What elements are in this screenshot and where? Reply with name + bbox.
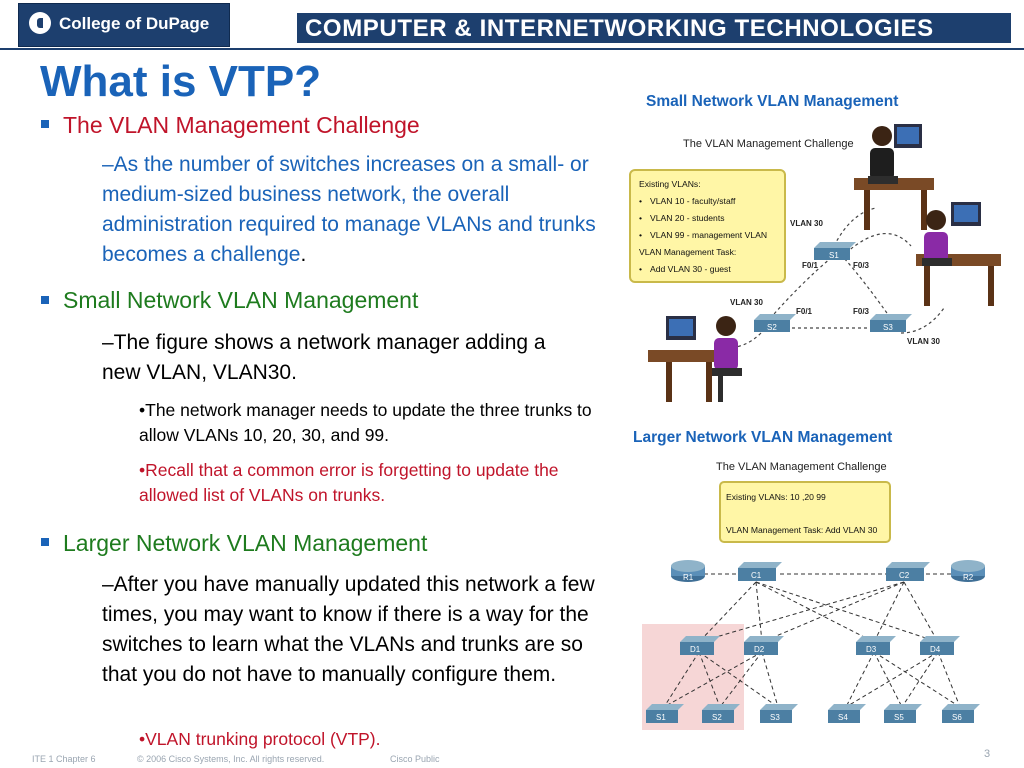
- bullet-small-network-text: –The figure shows a network manager addi…: [102, 331, 546, 384]
- bullet-vlan-challenge-text: –As the number of switches increases on …: [102, 150, 618, 270]
- small-network-diagram: The VLAN Management Challenge Existing V…: [629, 124, 1001, 402]
- figure2-caption: Larger Network VLAN Management: [633, 429, 893, 446]
- challenge-text-main: –As the number of switches increases on …: [102, 153, 596, 266]
- switch-s4-label: S4: [838, 713, 848, 722]
- bullet-larger-network-text: –After you have manually updated this ne…: [102, 573, 595, 686]
- switch-c1-label: C1: [751, 571, 762, 580]
- bullet-small-network-heading: Small Network VLAN Management: [63, 287, 419, 313]
- bullet-square-icon: [41, 538, 49, 546]
- vlan30-label: VLAN 30: [790, 219, 823, 228]
- header-divider: [0, 48, 1024, 50]
- switch-s1-label: S1: [829, 251, 839, 260]
- bullet-square-icon: [41, 120, 49, 128]
- bullet-larger-network-sub1: •VLAN trunking protocol (VTP).: [139, 729, 381, 749]
- vlan30-label: VLAN 30: [730, 298, 763, 307]
- port-f01-label: F0/1: [802, 261, 819, 270]
- note-bullet-icon: •: [639, 213, 642, 223]
- challenge-text-period: .: [300, 243, 307, 266]
- footer-classification: Cisco Public: [390, 754, 440, 764]
- switch-d4-icon: D4: [920, 636, 960, 655]
- switch-s2-icon: S2: [754, 314, 796, 332]
- note-bullet-icon: •: [639, 196, 642, 206]
- bullet-small-network-sub1: •The network manager needs to update the…: [139, 400, 592, 445]
- bullet-vlan-challenge-heading: The VLAN Management Challenge: [63, 112, 420, 138]
- switch-s1-icon: S1: [814, 242, 856, 260]
- bullet-small-network-sub2: •Recall that a common error is forgettin…: [139, 460, 559, 505]
- router-r1-label: R1: [683, 573, 694, 582]
- switch-s6-label: S6: [952, 713, 962, 722]
- switch-c2-icon: C2: [886, 562, 930, 581]
- footer-copyright: © 2006 Cisco Systems, Inc. All rights re…: [137, 754, 325, 764]
- switch-s2-icon: S2: [702, 704, 740, 723]
- note-bullet-icon: •: [639, 230, 642, 240]
- note-vlan10: VLAN 10 - faculty/staff: [650, 196, 736, 206]
- switch-d2-icon: D2: [744, 636, 784, 655]
- college-logo: College of DuPage: [18, 3, 230, 47]
- switch-s2-label: S2: [712, 713, 722, 722]
- switch-d3-icon: D3: [856, 636, 896, 655]
- switch-d1-label: D1: [690, 645, 701, 654]
- user-person-icon: [916, 202, 1001, 306]
- switch-s1-icon: S1: [646, 704, 684, 723]
- switch-s3-icon: S3: [760, 704, 798, 723]
- switch-s6-icon: S6: [942, 704, 980, 723]
- switch-d1-icon: D1: [680, 636, 720, 655]
- figure2-existing-vlans: Existing VLANs: 10 ,20 99: [726, 492, 826, 502]
- college-logo-icon: [29, 12, 51, 34]
- switch-s4-icon: S4: [828, 704, 866, 723]
- router-r1-icon: R1: [671, 560, 705, 582]
- figure2-note-box: Existing VLANs: 10 ,20 99 VLAN Managemen…: [719, 481, 891, 543]
- figure1-inner-title: The VLAN Management Challenge: [683, 138, 854, 150]
- switch-s5-icon: S5: [884, 704, 922, 723]
- footer-page-number: 3: [984, 748, 991, 760]
- note-vlan99: VLAN 99 - management VLAN: [650, 230, 767, 240]
- slide-title: What is VTP?: [40, 57, 322, 106]
- bullet-larger-network-heading: Larger Network VLAN Management: [63, 530, 428, 556]
- note-task: VLAN Management Task:: [639, 247, 736, 257]
- router-r2-icon: R2: [951, 560, 985, 582]
- switch-s3-label: S3: [883, 323, 893, 332]
- bullet-square-icon: [41, 296, 49, 304]
- switch-s1-label: S1: [656, 713, 666, 722]
- footer-course: ITE 1 Chapter 6: [32, 754, 96, 764]
- switch-s3-label: S3: [770, 713, 780, 722]
- user-person-icon: [854, 124, 934, 230]
- switch-c1-icon: C1: [738, 562, 782, 581]
- note-bullet-icon: •: [639, 264, 642, 274]
- port-f03-label: F0/3: [853, 261, 870, 270]
- switch-s5-label: S5: [894, 713, 904, 722]
- port-f01-label: F0/1: [796, 307, 813, 316]
- router-r2-label: R2: [963, 573, 974, 582]
- switch-c2-label: C2: [899, 571, 910, 580]
- switch-d2-label: D2: [754, 645, 765, 654]
- switch-s2-label: S2: [767, 323, 777, 332]
- figure1-trunk-links: [725, 207, 945, 349]
- network-manager-person-icon: [648, 316, 742, 402]
- figure1-caption: Small Network VLAN Management: [646, 93, 899, 110]
- figure2-task: VLAN Management Task: Add VLAN 30: [726, 525, 877, 535]
- figure2-inner-title: The VLAN Management Challenge: [716, 461, 887, 473]
- note-vlan20: VLAN 20 - students: [650, 213, 725, 223]
- figure2-links: [663, 573, 961, 708]
- larger-network-diagram: The VLAN Management Challenge Existing V…: [642, 461, 985, 730]
- switch-d4-label: D4: [930, 645, 941, 654]
- note-existing-vlans: Existing VLANs:: [639, 179, 701, 189]
- port-f03-label: F0/3: [853, 307, 870, 316]
- figure1-note-box: Existing VLANs: • VLAN 10 - faculty/staf…: [629, 169, 786, 283]
- college-logo-text: College of DuPage: [59, 14, 210, 33]
- note-add-vlan30: Add VLAN 30 - guest: [650, 264, 731, 274]
- header-banner-text: COMPUTER & INTERNETWORKING TECHNOLOGIES: [305, 15, 934, 42]
- header-banner: COMPUTER & INTERNETWORKING TECHNOLOGIES: [297, 13, 1011, 43]
- vlan30-label: VLAN 30: [907, 337, 940, 346]
- switch-d3-label: D3: [866, 645, 877, 654]
- switch-s3-icon: S3: [870, 314, 912, 332]
